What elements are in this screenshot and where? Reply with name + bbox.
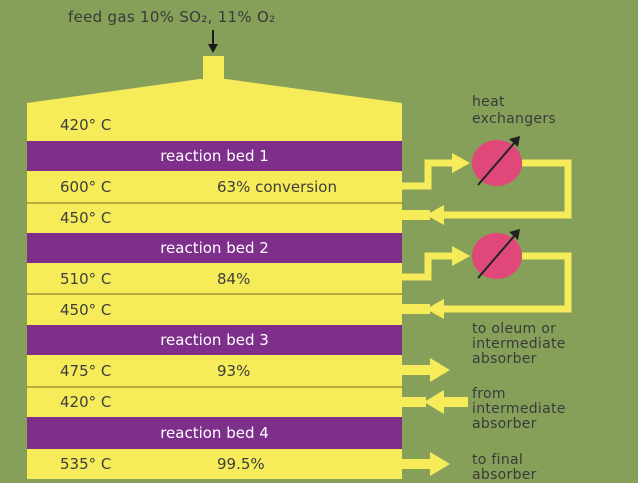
exchanger-diagonal [477, 140, 517, 186]
feed-arrow-head [208, 44, 218, 53]
temperature-label: 475° C [60, 362, 112, 380]
conversion-label: 99.5% [217, 455, 265, 473]
reaction-bed: reaction bed 1 [27, 141, 402, 171]
arrow-from-intermediate-stub [402, 397, 426, 407]
temperature-label: 450° C [60, 300, 112, 319]
temperature-zone: 535° C 99.5% [27, 449, 402, 479]
pipe-out-1 [402, 159, 455, 190]
conversion-label: 63% conversion [217, 178, 337, 196]
temperature-label: 450° C [60, 209, 112, 227]
conversion-label: 84% [217, 269, 251, 288]
temperature-zone: 475° C 93% [27, 355, 402, 387]
arrow-to-oleum-head [430, 358, 450, 382]
arrow-to-oleum-shaft [402, 365, 432, 375]
inlet-nozzle [203, 56, 224, 81]
heat-exchangers-label: heat exchangers [472, 94, 556, 127]
pipe-out-arrow-2 [452, 246, 470, 266]
temperature-label: 510° C [60, 269, 112, 288]
reaction-bed-label: reaction bed 2 [160, 239, 269, 257]
to-oleum-label: to oleum or intermediate absorber [472, 321, 566, 367]
reaction-bed: reaction bed 2 [27, 233, 402, 263]
temperature-zone: 600° C 63% conversion [27, 171, 402, 203]
temperature-label: 600° C [60, 178, 112, 196]
conversion-label: 93% [217, 362, 251, 380]
exchanger-arrowhead [509, 136, 520, 147]
arrow-from-intermediate-shaft [440, 397, 468, 407]
pipe-return-2 [440, 252, 572, 313]
zone-separator [27, 202, 402, 204]
pipe-return-1 [440, 159, 572, 219]
pipe-return-arrow-1 [426, 205, 444, 225]
reaction-bed-label: reaction bed 3 [160, 331, 269, 349]
zone-separator [27, 386, 402, 388]
pipe-return-arrow-2 [426, 299, 444, 319]
temperature-label: 535° C [60, 455, 112, 473]
reaction-bed: reaction bed 4 [27, 417, 402, 449]
feed-gas-label: feed gas 10% SO₂, 11% O₂ [68, 8, 276, 26]
exchanger-diagonal [477, 233, 517, 279]
temperature-zone: 510° C 84% [27, 263, 402, 294]
arrow-from-intermediate-head [424, 390, 444, 414]
pipe-out-arrow-1 [452, 153, 470, 173]
arrow-to-final-head [430, 452, 450, 476]
reaction-bed-label: reaction bed 1 [160, 147, 269, 165]
temperature-zone: 450° C [27, 294, 402, 325]
pipe-return-stub-2 [402, 304, 430, 314]
temperature-zone: 420° C [27, 387, 402, 417]
temperature-zone: 420° C [27, 108, 402, 141]
converter-roof [27, 79, 402, 108]
reaction-bed-label: reaction bed 4 [160, 424, 269, 442]
reaction-bed: reaction bed 3 [27, 325, 402, 355]
pipe-return-stub-1 [402, 210, 430, 220]
pipe-out-2 [402, 252, 455, 281]
zone-separator [27, 293, 402, 295]
temperature-zone: 450° C [27, 203, 402, 233]
exchanger-arrowhead [509, 229, 520, 240]
arrow-to-final-shaft [402, 459, 432, 469]
from-intermediate-label: from intermediate absorber [472, 386, 566, 432]
temperature-label: 420° C [60, 115, 112, 134]
temperature-label: 420° C [60, 393, 112, 411]
